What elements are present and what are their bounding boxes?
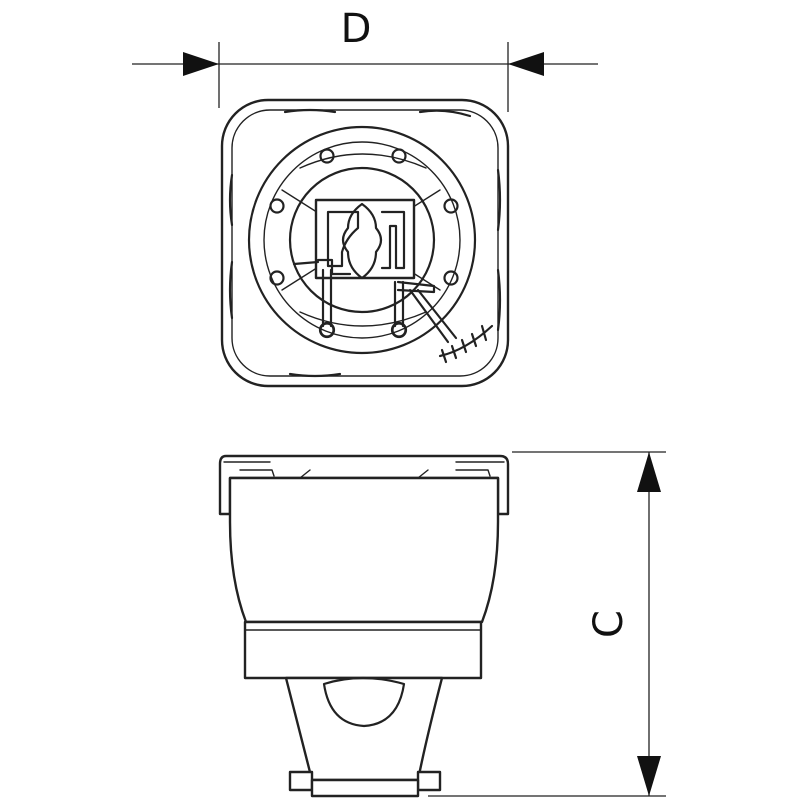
- flange-tabs: [239, 469, 491, 477]
- terminal-post-right: [393, 280, 405, 328]
- arrowhead-bottom: [637, 756, 661, 796]
- burner-bracket: [292, 198, 436, 294]
- lead-wire-outer-left: [292, 260, 320, 266]
- neck-window: [322, 676, 406, 728]
- mounting-hole: [391, 148, 407, 164]
- edge-mark-left-bottom: [228, 260, 234, 320]
- top-view: [220, 98, 510, 388]
- mounting-hole: [269, 270, 285, 286]
- arc-lower: [299, 311, 427, 327]
- terminal-posts: [318, 268, 408, 339]
- connector-baseline: [438, 324, 494, 358]
- mounting-hole: [443, 270, 459, 286]
- width-dimension: D: [132, 6, 598, 112]
- arc-upper: [299, 153, 427, 169]
- connector-lead-a: [408, 288, 450, 344]
- edge-mark-top-left: [283, 108, 337, 114]
- reflector-body: [228, 476, 500, 624]
- height-dimension: C: [428, 451, 666, 797]
- mounting-hole: [443, 198, 459, 214]
- bracket-left-clip: [326, 210, 360, 268]
- edge-mark-bottom-left: [288, 372, 342, 378]
- lead-wire-left: [316, 258, 352, 276]
- edge-mark-left-top: [228, 173, 234, 227]
- bracket-right-clip: [380, 210, 406, 270]
- housing-inner-edge: [231, 109, 499, 377]
- reflector-neck: [284, 676, 444, 782]
- arrowhead-top: [637, 452, 661, 492]
- edge-mark-top-right: [418, 109, 472, 118]
- terminal-post-left: [321, 268, 333, 328]
- arrowhead-left: [183, 52, 219, 76]
- side-view: [218, 454, 510, 798]
- base-pin-right: [416, 770, 442, 792]
- terminal-contact-right: [390, 321, 408, 339]
- base-plate: [310, 778, 420, 798]
- mounting-hole: [319, 148, 335, 164]
- arrowhead-right: [508, 52, 544, 76]
- lead-wire-right: [396, 280, 436, 294]
- edge-mark-right-top: [496, 168, 502, 232]
- reflector-inner-ring: [288, 166, 436, 314]
- edge-mark-right-bottom: [496, 268, 502, 332]
- dimension-label-d: D: [341, 6, 372, 52]
- connector-lead-b: [416, 288, 458, 340]
- flange-notches: [299, 469, 429, 479]
- reflector-middle-ring: [263, 141, 461, 339]
- burner-bulb: [341, 202, 383, 280]
- terminal-contact-left: [318, 321, 336, 339]
- collar-band: [243, 620, 483, 680]
- connector: [408, 288, 494, 364]
- dimension-label-c: C: [586, 610, 632, 638]
- base-pin-left: [288, 770, 314, 792]
- mounting-hole: [269, 198, 285, 214]
- reflector-outer-ring: [247, 125, 477, 355]
